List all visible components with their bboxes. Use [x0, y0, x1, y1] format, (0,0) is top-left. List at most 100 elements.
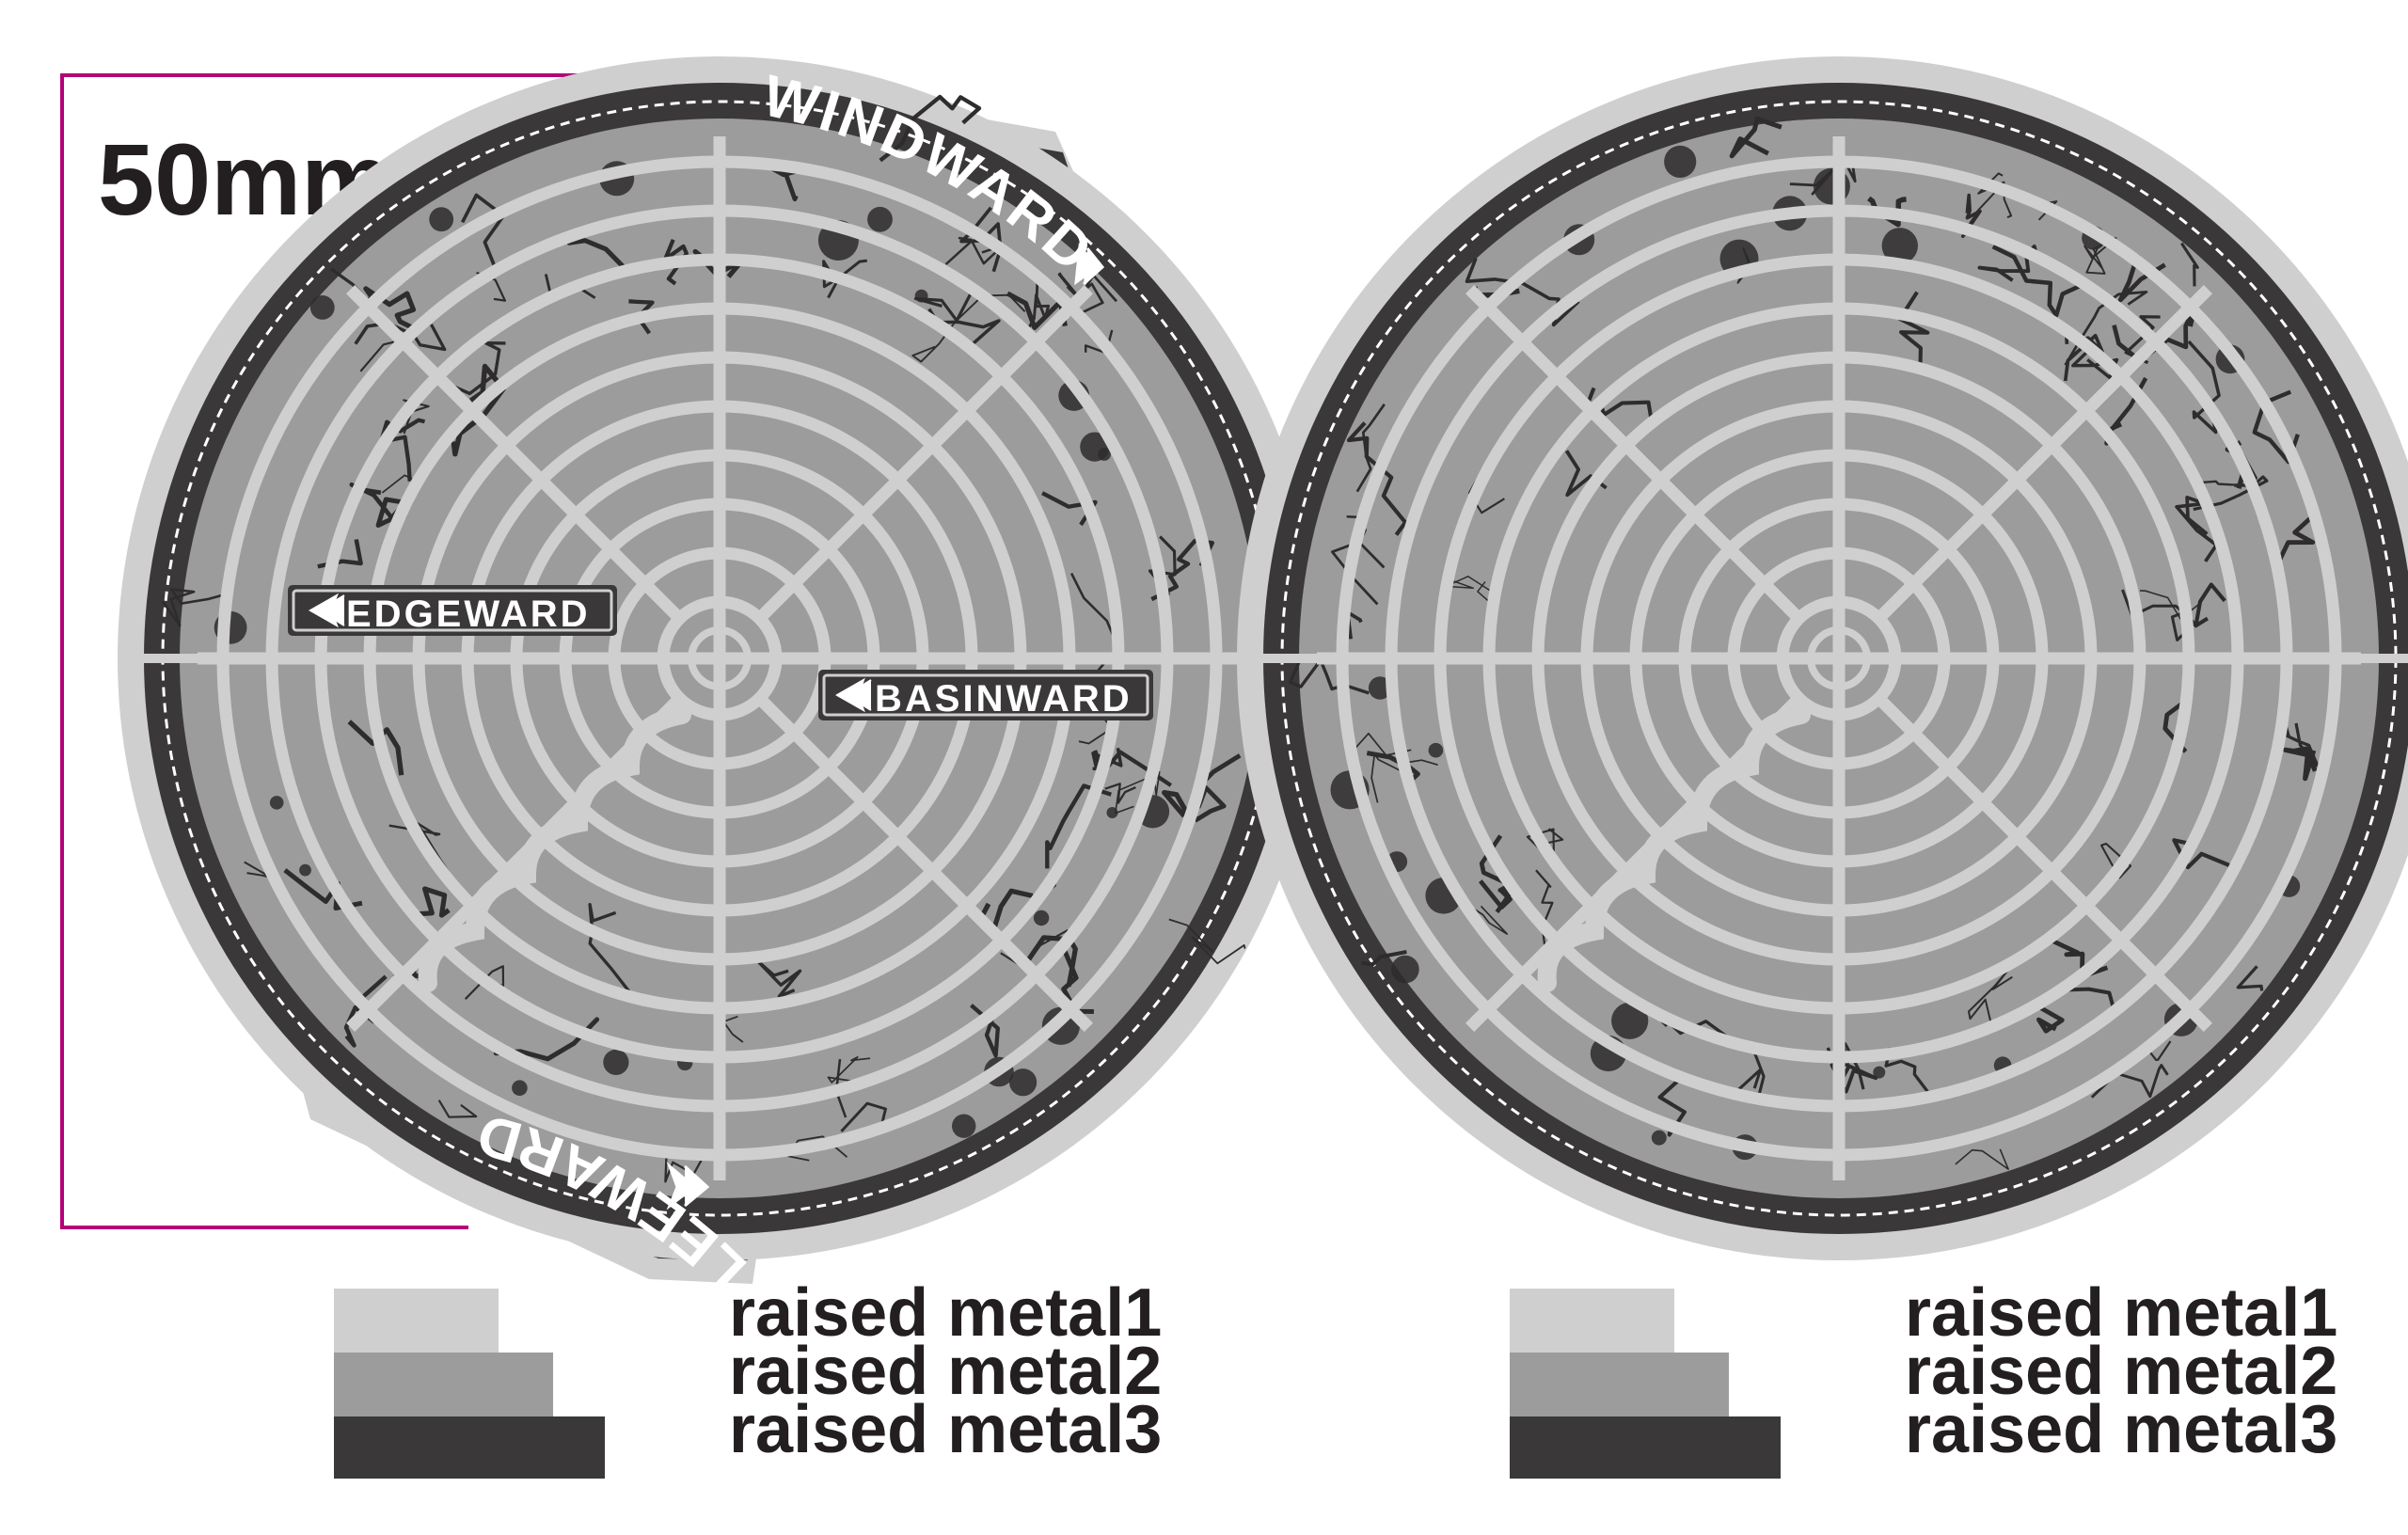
- crack-mark: [2180, 242, 2199, 287]
- serpentine-path: [418, 705, 691, 992]
- crack-mark: [1355, 404, 1386, 493]
- crack-mark: [2187, 340, 2221, 435]
- legend-right-item-3: raised metal3: [1905, 1392, 2337, 1467]
- crack-blot: [1873, 1066, 1886, 1079]
- grid-spoke: [346, 285, 685, 624]
- crack-mark: [347, 720, 404, 776]
- crack-blot: [1033, 910, 1050, 926]
- crack-mark: [2236, 965, 2264, 991]
- crack-blot: [914, 289, 928, 303]
- crack-mark: [2172, 838, 2233, 870]
- crack-mark: [1478, 879, 1513, 910]
- crack-mark: [1991, 245, 2085, 318]
- edgeward-label: EDGEWARD: [346, 593, 591, 635]
- crack-blot: [1881, 228, 1919, 264]
- right-disc-cracks: [1289, 116, 2320, 1170]
- crack-mark: [2194, 582, 2226, 628]
- crack-mark: [363, 286, 417, 330]
- legend-right-item-1: raised metal1: [1905, 1275, 2337, 1351]
- windward-arrow-icon: [1074, 243, 1105, 286]
- crack-mark: [349, 483, 398, 524]
- crack-blot: [951, 1114, 976, 1138]
- legend-left-item-1: raised metal1: [729, 1275, 1162, 1351]
- edgeward-arrow-icon: [308, 593, 345, 628]
- crack-mark: [1091, 747, 1123, 771]
- crack-mark: [1162, 789, 1191, 818]
- right-disc-serpentine: [1537, 705, 1811, 992]
- serpentine-path: [1537, 705, 1811, 992]
- edgeward-tag: EDGEWARD: [288, 585, 617, 636]
- grid-spoke: [1874, 693, 2212, 1032]
- left-disc: WINDWARD EDGEWARD BASINWARD LEEWARD: [118, 56, 1322, 1303]
- crack-mark: [1150, 538, 1214, 602]
- crack-mark: [1000, 928, 1069, 969]
- crack-mark: [1564, 450, 1608, 498]
- grid-spoke: [1874, 285, 2212, 624]
- crack-mark: [2274, 514, 2316, 566]
- crack-mark: [1078, 714, 1114, 745]
- crack-blot: [299, 863, 311, 877]
- crack-mark: [1977, 172, 2013, 219]
- crack-mark: [1331, 540, 1386, 606]
- crack-blot: [1009, 1068, 1038, 1097]
- right-disc-grid: [1263, 136, 2408, 1180]
- crack-mark: [2036, 1005, 2065, 1034]
- crack-blot: [512, 1080, 528, 1096]
- leeward-arrow-icon: [666, 1162, 710, 1211]
- crack-mark: [1057, 272, 1081, 299]
- crack-blot: [269, 796, 284, 810]
- crack-mark: [2282, 718, 2320, 768]
- grid-spoke: [1465, 285, 1804, 624]
- crack-mark: [1729, 116, 1782, 159]
- metal3-swatch: [334, 1416, 605, 1479]
- crack-blot: [1428, 742, 1444, 758]
- crack-blot: [1080, 432, 1110, 462]
- crack-blot: [309, 295, 335, 320]
- metal2-swatch: [1510, 1353, 1729, 1416]
- crack-mark: [722, 1015, 744, 1043]
- crack-mark: [2283, 746, 2318, 782]
- crack-blot: [867, 206, 893, 232]
- metal3-swatch: [1510, 1416, 1781, 1479]
- crack-mark: [879, 94, 982, 163]
- crack-blot: [1611, 1002, 1649, 1039]
- basinward-label: BASINWARD: [875, 678, 1133, 720]
- crack-mark: [1361, 950, 1407, 967]
- crack-mark: [2099, 842, 2132, 879]
- crack-blot: [429, 207, 454, 232]
- crack-mark: [1023, 935, 1078, 988]
- crack-mark: [1445, 576, 1497, 605]
- crack-mark: [1104, 783, 1136, 804]
- crack-mark: [1968, 965, 2013, 1026]
- crack-blot: [1651, 1130, 1667, 1146]
- crack-mark: [663, 239, 689, 286]
- crack-mark: [1045, 783, 1112, 869]
- basinward-tag: BASINWARD: [818, 670, 1153, 720]
- legend-left-item-3: raised metal3: [729, 1392, 1162, 1467]
- legend-right: raised metal1 raised metal2 raised metal…: [1510, 1275, 2337, 1479]
- crack-mark: [1168, 918, 1246, 965]
- crack-mark: [1977, 244, 2039, 282]
- left-disc-grid: [144, 136, 1295, 1180]
- crack-mark: [1465, 257, 1580, 327]
- grid-spoke: [754, 285, 1093, 624]
- crack-mark: [1370, 752, 1438, 803]
- legend-right-item-2: raised metal2: [1905, 1334, 2337, 1409]
- crack-blot: [1664, 145, 1697, 178]
- crack-mark: [451, 363, 506, 457]
- right-disc: [1237, 56, 2408, 1260]
- crack-blot: [1391, 955, 1419, 984]
- crack-mark: [827, 1056, 871, 1084]
- metal1-swatch: [1510, 1289, 1674, 1353]
- crack-mark: [1955, 1148, 2009, 1170]
- crack-blot: [1106, 807, 1118, 818]
- crack-blot: [603, 1049, 629, 1075]
- basinward-arrow-icon: [834, 677, 872, 713]
- crack-mark: [437, 1100, 478, 1118]
- hub-ring: [688, 626, 752, 690]
- crack-mark: [1884, 1047, 1935, 1100]
- metal1-swatch: [334, 1289, 499, 1353]
- crack-mark: [1867, 196, 1907, 228]
- metal2-swatch: [334, 1353, 553, 1416]
